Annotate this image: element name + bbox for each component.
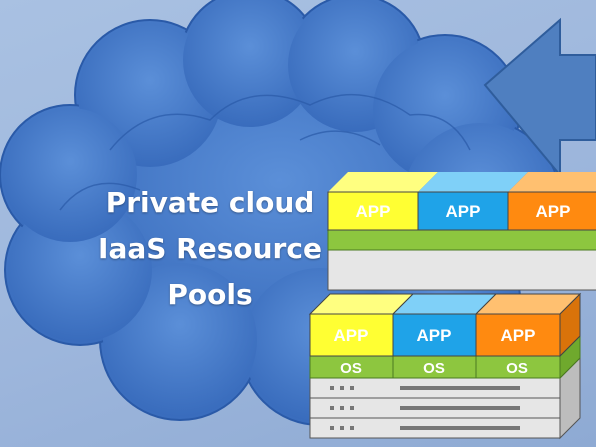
arrow-left-icon — [483, 17, 596, 178]
app-label: APP — [356, 202, 391, 221]
app-label: APP — [536, 202, 571, 221]
server-stack-back: APP APP APP — [326, 172, 596, 291]
cloud-title-line: Pools — [167, 278, 253, 311]
os-label: OS — [423, 360, 445, 377]
cloud-title: Private cloud IaaS Resource Pools — [90, 180, 330, 318]
app-label: APP — [417, 326, 452, 345]
os-label: OS — [340, 360, 362, 377]
app-label: APP — [334, 326, 369, 345]
app-label: APP — [446, 202, 481, 221]
cloud-title-line: IaaS Resource — [98, 232, 322, 265]
cloud-title-line: Private cloud — [105, 186, 315, 219]
server-stack-front: OS OS OS APP APP APP — [308, 292, 582, 440]
app-label: APP — [501, 326, 536, 345]
os-label: OS — [506, 360, 528, 377]
